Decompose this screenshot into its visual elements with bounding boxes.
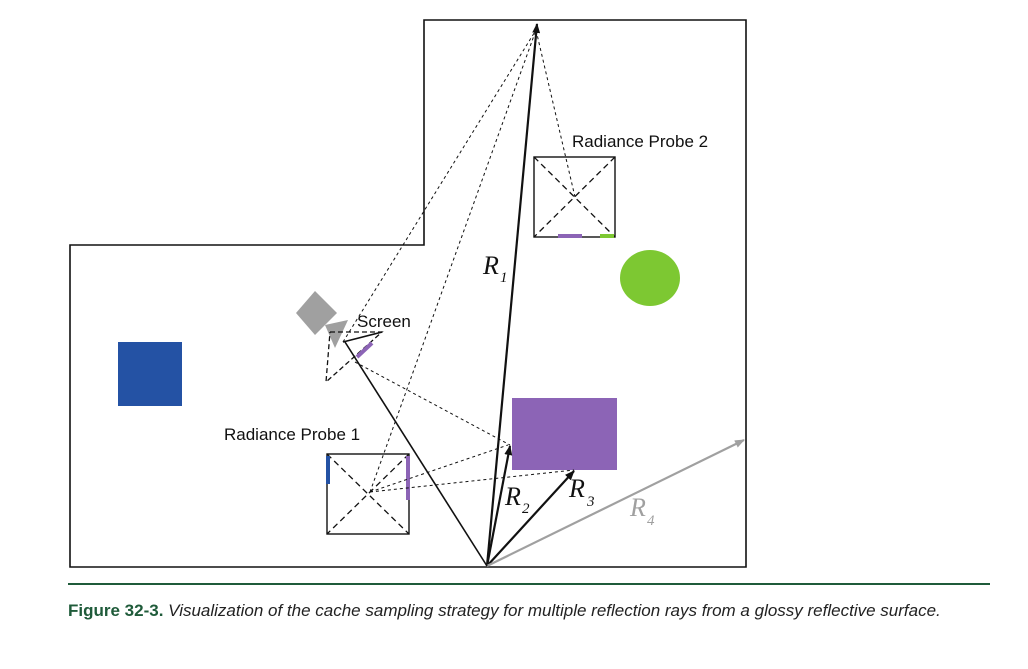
diagram: Radiance Probe 2 Radiance Probe 1 Screen… xyxy=(69,19,747,568)
label-r4-subscript: 4 xyxy=(647,513,655,529)
label-r3: R xyxy=(568,474,585,503)
radiance-probe-1 xyxy=(326,453,410,535)
label-r4: R xyxy=(629,493,646,522)
label-r3-subscript: 3 xyxy=(586,494,595,510)
camera-icon xyxy=(296,291,348,348)
label-r2-subscript: 2 xyxy=(522,501,530,517)
purple-rectangle-object xyxy=(512,398,617,470)
label-r1-subscript: 1 xyxy=(500,270,508,286)
green-circle-object xyxy=(620,250,680,306)
room-outline xyxy=(69,19,747,568)
ray-r2 xyxy=(485,445,513,567)
eye-ray xyxy=(344,341,488,567)
caption-number: Figure 32-3. xyxy=(68,601,164,620)
label-r1: R xyxy=(482,251,499,280)
label-radiance-probe-1: Radiance Probe 1 xyxy=(224,425,360,444)
figure-caption: Figure 32-3. Visualization of the cache … xyxy=(68,598,968,623)
ray-r4 xyxy=(486,439,745,567)
sample-lines xyxy=(342,29,576,493)
radiance-probe-2 xyxy=(533,156,616,238)
ray-r3 xyxy=(486,470,575,567)
label-screen: Screen xyxy=(357,312,411,331)
label-radiance-probe-2: Radiance Probe 2 xyxy=(572,132,708,151)
label-r2: R xyxy=(504,482,521,511)
caption-rule xyxy=(68,583,990,585)
blue-square-object xyxy=(118,342,182,406)
caption-text: Visualization of the cache sampling stra… xyxy=(168,601,941,620)
ray-r1 xyxy=(485,23,541,567)
